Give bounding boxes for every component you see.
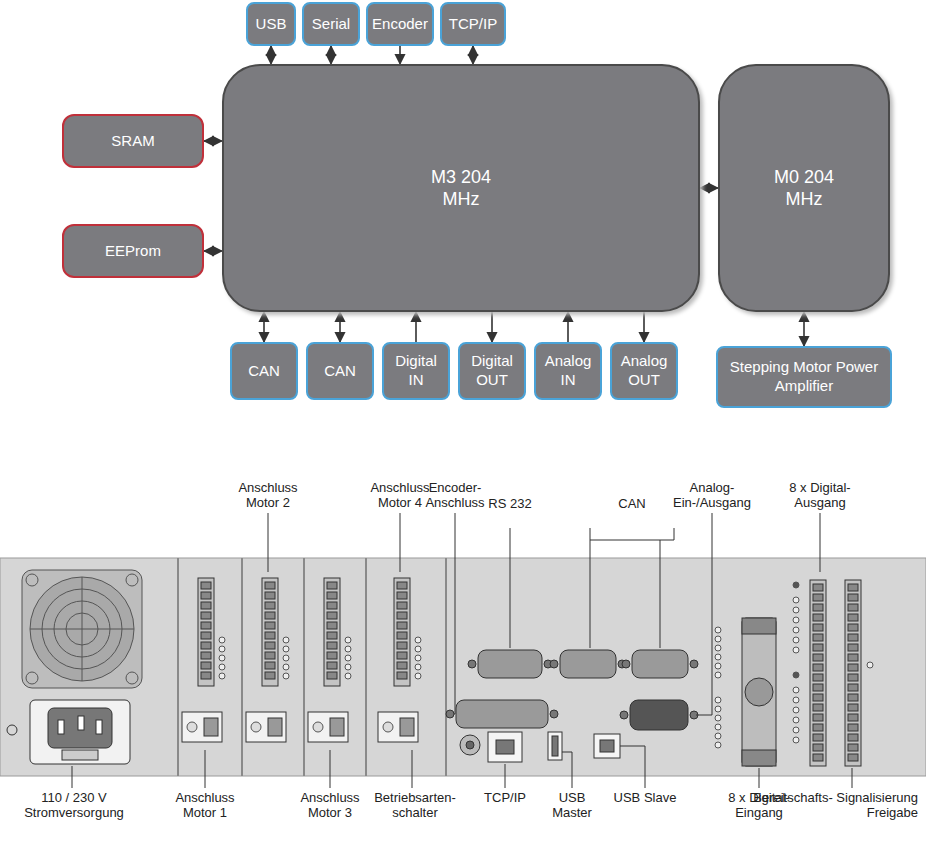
small-ports (460, 732, 620, 762)
port-label: Betriebsarten- schalter (370, 790, 460, 820)
port-label: RS 232 (470, 496, 550, 511)
box-label: M0 204 MHz (762, 166, 846, 211)
power-socket (7, 700, 130, 764)
interface-box: Analog IN (534, 342, 602, 400)
box-label: CAN (324, 362, 356, 381)
processor-box: M0 204 MHz (718, 64, 890, 312)
box-label: Digital IN (386, 352, 446, 390)
port-label: USB Master (540, 790, 604, 820)
interface-box: Stepping Motor Power Amplifier (716, 346, 892, 408)
box-label: EEProm (105, 242, 161, 261)
interface-box: TCP/IP (440, 2, 506, 46)
leader-lines (72, 513, 852, 788)
box-label: Serial (312, 15, 350, 34)
port-label: TCP/IP (470, 790, 540, 805)
port-label: Anschluss Motor 2 (228, 480, 308, 510)
port-label: Anschluss Motor 1 (165, 790, 245, 820)
memory-box: SRAM (62, 114, 204, 168)
port-label: Encoder- Anschluss (415, 480, 495, 510)
connector-arrow (399, 46, 401, 64)
box-label: TCP/IP (449, 15, 497, 34)
terminal-strips (182, 578, 873, 766)
connector-arrow (700, 187, 718, 189)
connector-arrow (643, 312, 645, 342)
interface-box: Serial (302, 2, 360, 46)
connector-arrow (491, 312, 493, 342)
box-label: USB (256, 15, 287, 34)
module-dividers (178, 558, 446, 776)
interface-box: Digital OUT (458, 342, 526, 400)
interface-box: CAN (306, 342, 374, 400)
box-label: Analog OUT (614, 352, 674, 390)
digital-input-module (742, 618, 776, 766)
connector-arrow (330, 46, 332, 64)
connector-arrow (204, 140, 222, 142)
port-label: CAN (590, 496, 674, 511)
port-label: 8 x Digital- Ausgang (772, 480, 868, 510)
memory-box: EEProm (62, 224, 204, 278)
port-label: Anschluss Motor 3 (290, 790, 370, 820)
box-label: M3 204 MHz (419, 166, 503, 211)
connector-arrow (415, 312, 417, 342)
interface-box: Encoder (366, 2, 434, 46)
connector-arrow (567, 312, 569, 342)
box-label: Encoder (372, 15, 428, 34)
port-label: Bereitschafts- Signalisierung Freigabe (752, 790, 918, 820)
interface-box: USB (246, 2, 296, 46)
interface-box: Analog OUT (610, 342, 678, 400)
connector-arrow (270, 46, 272, 64)
processor-box: M3 204 MHz (222, 64, 700, 312)
connector-arrow (263, 312, 265, 342)
port-label: 110 / 230 V Stromversorgung (12, 790, 136, 820)
connector-arrow (204, 250, 222, 252)
dsub-connectors (446, 650, 698, 730)
box-label: CAN (248, 362, 280, 381)
port-label: Analog- Ein-/Ausgang (668, 480, 756, 510)
interface-box: CAN (230, 342, 298, 400)
box-label: Digital OUT (462, 352, 522, 390)
connector-arrow (339, 312, 341, 342)
box-label: Analog IN (538, 352, 598, 390)
box-label: Stepping Motor Power Amplifier (720, 358, 888, 396)
interface-box: Digital IN (382, 342, 450, 400)
fan (22, 570, 142, 688)
panel-ground (0, 558, 926, 776)
connector-arrow (472, 46, 474, 64)
port-label: USB Slave (612, 790, 678, 805)
connector-arrow (803, 312, 805, 346)
box-label: SRAM (111, 132, 154, 151)
